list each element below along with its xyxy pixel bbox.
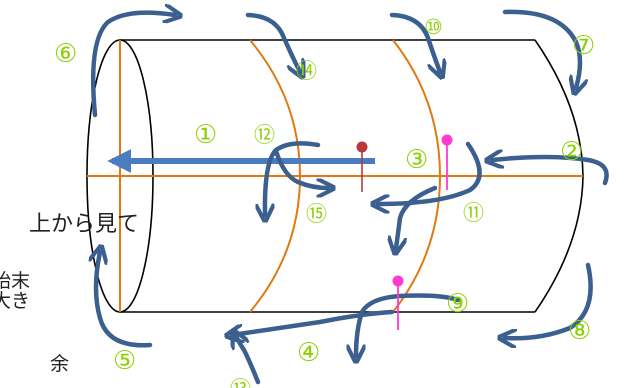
wrap-line-2 xyxy=(392,39,442,313)
arrow-14 xyxy=(245,12,300,72)
step-label-1: ① xyxy=(194,120,217,150)
pin-red xyxy=(356,141,368,192)
step-label-11: ⑪ xyxy=(463,201,484,225)
step-label-6: ⑥ xyxy=(54,39,77,69)
pin-pink-lower xyxy=(392,275,404,330)
step-label-5: ⑤ xyxy=(113,346,136,376)
step-label-12: ⑫ xyxy=(254,123,275,147)
step-label-10: ⑩ xyxy=(424,15,443,39)
step-label-14: ⑭ xyxy=(296,59,317,83)
view-from-top-label: 上から見て xyxy=(29,212,140,237)
arrow-8 xyxy=(505,262,593,338)
arrow-7 xyxy=(502,9,580,88)
step-label-2: ② xyxy=(560,137,583,167)
step-label-4: ④ xyxy=(297,338,320,368)
arrow-15 xyxy=(273,148,328,188)
arrow-6 xyxy=(90,13,175,118)
step-label-15: ⑮ xyxy=(306,202,327,226)
arrow-10 xyxy=(389,12,440,72)
step-label-3: ③ xyxy=(405,145,428,175)
arrow-4 xyxy=(232,309,395,335)
arrow-9 xyxy=(356,293,461,357)
guide-lines xyxy=(87,39,583,313)
cut-text-line-3: 余 xyxy=(50,353,70,375)
pins xyxy=(356,134,453,330)
cut-text-line-2: 大き xyxy=(0,290,31,312)
step-label-13: ⑬ xyxy=(230,377,251,388)
step-label-8: ⑧ xyxy=(568,316,591,346)
step-labels: ① ② ③ ④ ⑤ ⑥ ⑦ ⑧ ⑨ ⑩ ⑪ ⑫ ⑬ ⑭ ⑮ xyxy=(54,15,595,388)
pin-pink-upper xyxy=(441,134,453,190)
wrap-line-1 xyxy=(249,39,302,313)
step-label-7: ⑦ xyxy=(572,31,595,61)
step-label-9: ⑨ xyxy=(446,289,469,319)
cut-text-line-1: 始末 xyxy=(0,270,31,292)
arrow-2 xyxy=(492,157,609,186)
arrow-5 xyxy=(96,252,153,348)
arrow-13 xyxy=(236,336,261,385)
arrow-3 xyxy=(378,141,482,204)
step-arrows xyxy=(90,9,609,385)
arrow-3b xyxy=(396,185,438,248)
